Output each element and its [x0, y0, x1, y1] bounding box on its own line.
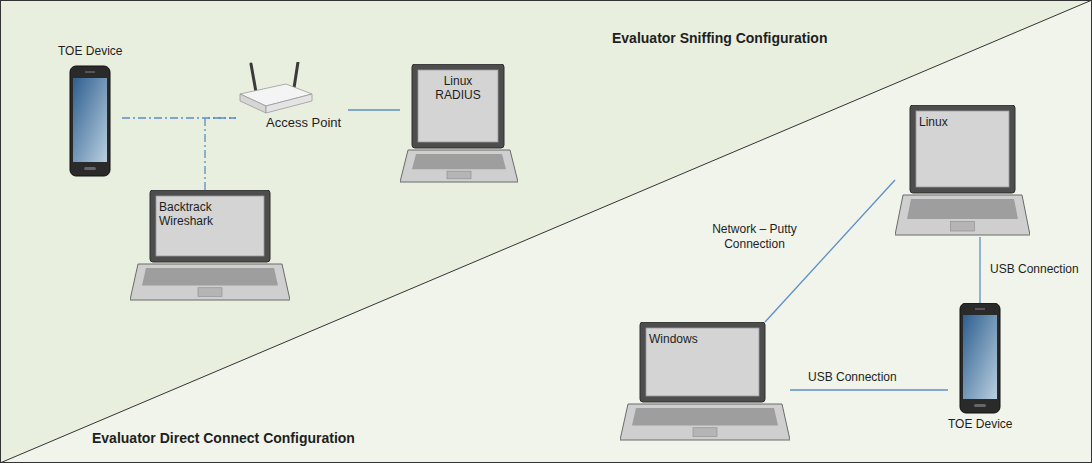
phone-body [70, 66, 110, 176]
laptop-base [620, 404, 790, 440]
laptop-base [895, 195, 1030, 235]
laptop-touchpad [198, 288, 222, 297]
laptop-node: Linux [895, 105, 1030, 237]
phone-screen [963, 315, 997, 399]
laptop-screen [418, 70, 498, 142]
phone-body [960, 303, 1000, 413]
screen-label: Linux RADIUS [430, 74, 486, 102]
connection-line [348, 109, 400, 110]
laptop-bezel [640, 322, 765, 402]
laptop-bezel [150, 190, 270, 262]
laptop-icon [895, 105, 1030, 237]
access-point-node: Access Point [236, 62, 348, 136]
antenna [294, 62, 298, 88]
screen-label: Linux [919, 115, 999, 129]
connection-line [979, 237, 980, 303]
laptop-screen [916, 111, 1009, 187]
device-label: TOE Device [58, 44, 122, 58]
connection-line [205, 118, 236, 190]
laptop-base [130, 264, 290, 300]
laptop-touchpad [951, 221, 975, 231]
section-title: Evaluator Sniffing Configuration [612, 30, 827, 46]
laptop-screen [156, 196, 264, 256]
phone-button [84, 167, 96, 170]
laptop-touchpad [693, 428, 717, 437]
laptop-touchpad [447, 171, 471, 179]
section-title: Evaluator Direct Connect Configuration [92, 430, 355, 446]
connection-label: USB Connection [988, 262, 1081, 277]
device-label: TOE Device [948, 417, 1012, 431]
phone-speaker [85, 71, 95, 73]
phone-icon [58, 44, 122, 180]
connection-label: USB Connection [806, 370, 899, 385]
laptop-bezel [910, 105, 1015, 193]
screen-label: Backtrack Wireshark [159, 200, 249, 228]
phone-screen [73, 78, 107, 162]
router-side [266, 94, 312, 113]
laptop-base [400, 150, 518, 182]
antenna [251, 64, 256, 92]
laptop-keyboard [412, 154, 506, 169]
phone-speaker [975, 308, 985, 310]
router-front [240, 94, 266, 113]
phone-icon [948, 303, 1012, 437]
laptop-screen [646, 328, 759, 396]
phone-node: TOE Device [948, 303, 1012, 437]
phone-button [974, 404, 986, 407]
screen-label: Windows [649, 332, 749, 346]
laptop-keyboard [142, 268, 278, 286]
laptop-icon [620, 322, 790, 442]
device-label: Access Point [266, 116, 378, 130]
laptop-node: Windows [620, 322, 790, 442]
connection-label: Network – Putty Connection [690, 222, 819, 252]
laptop-bezel [412, 64, 504, 148]
connection-line [790, 389, 948, 390]
laptop-keyboard [907, 199, 1018, 219]
laptop-node: Linux RADIUS [400, 64, 518, 184]
laptop-keyboard [632, 408, 778, 426]
phone-node: TOE Device [58, 44, 122, 180]
laptop-node: Backtrack Wireshark [130, 190, 290, 302]
